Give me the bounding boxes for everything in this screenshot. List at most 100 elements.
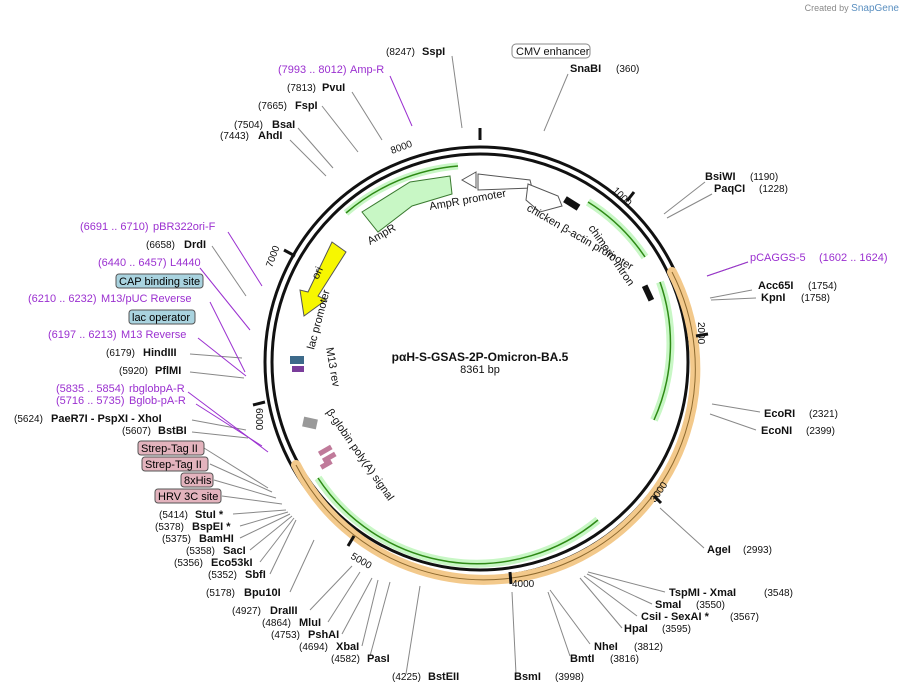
pflmi-label: PflMI: [155, 365, 181, 377]
ecori-label: EcoRI: [764, 408, 795, 420]
stui-label: StuI *: [195, 509, 224, 521]
bspei-pos: (5378): [155, 522, 184, 533]
his-tag-label: 8xHis: [184, 475, 212, 487]
plasmid-length: 8361 bp: [460, 364, 500, 376]
bamhi-pos: (5375): [162, 534, 191, 545]
bglobpa-pos: (5716 .. 5735): [56, 395, 125, 407]
bpu10i-label: Bpu10I: [244, 587, 281, 599]
m13rev-primer-label: M13 Reverse: [121, 329, 186, 341]
ampr-primer-pos: (7993 .. 8012): [278, 64, 347, 76]
xbai-label: XbaI: [336, 641, 359, 653]
draiii-label: DraIII: [270, 605, 298, 617]
agei-label: AgeI: [707, 544, 731, 556]
strep-tag-2-box: [141, 456, 209, 472]
draiii-pos: (4927): [232, 606, 261, 617]
snapgene-logo-text: SnapGene: [851, 3, 899, 14]
drdi-label: DrdI: [184, 239, 206, 251]
credit-prefix: Created by: [804, 3, 849, 13]
bsmi-label: BsmI: [514, 671, 541, 683]
right-labels: SnaBI (360) BsiWI (1190) PaqCI (1228) pC…: [392, 63, 888, 683]
tick-marks: [252, 128, 709, 585]
pbr322ori-pos: (6691 .. 6710): [80, 221, 149, 233]
hpai-label: HpaI: [624, 623, 648, 635]
cmv-enhancer-label: CMV enhancer: [516, 46, 590, 58]
strep-tag-2-label: Strep-Tag II: [145, 459, 202, 471]
ecori-pos: (2321): [809, 409, 838, 420]
acc65i-pos: (1754): [808, 281, 837, 292]
nhei-label: NheI: [594, 641, 618, 653]
ahdi-pos: (7443): [220, 131, 249, 142]
pbr322ori-label: pBR322ori-F: [153, 221, 216, 233]
tspmi-xmai-pos: (3548): [764, 588, 793, 599]
kpni-label: KpnI: [761, 292, 785, 304]
sbfi-pos: (5352): [208, 570, 237, 581]
m13-rev-label: M13 rev: [323, 346, 342, 388]
bsmi-pos: (3998): [555, 672, 584, 683]
ampr-primer-label: Amp-R: [350, 64, 384, 76]
strep-tag-1-box: [137, 440, 205, 456]
eco53ki-pos: (5356): [174, 558, 203, 569]
pcaggs5-label: pCAGGS-5: [750, 252, 806, 264]
m13rev-primer-pos: (6197 .. 6213): [48, 329, 117, 341]
sspi-label: SspI: [422, 46, 445, 58]
acc65i-label: Acc65I: [758, 280, 793, 292]
bsai-label: BsaI: [272, 119, 295, 131]
hindiii-label: HindIII: [143, 347, 177, 359]
sspi-pos: (8247): [386, 47, 415, 58]
paer7i-pos: (5624): [14, 414, 43, 425]
mlui-label: MluI: [299, 617, 321, 629]
snabi-label: SnaBI: [570, 63, 601, 75]
pshai-label: PshAI: [308, 629, 339, 641]
eco53ki-label: Eco53kI: [211, 557, 253, 569]
csii-sexai-pos: (3567): [730, 612, 759, 623]
nhei-pos: (3812): [634, 642, 663, 653]
smai-pos: (3550): [696, 600, 725, 611]
tick-4000: 4000: [512, 579, 535, 590]
tick-8000: 8000: [389, 139, 414, 157]
stui-pos: (5414): [159, 510, 188, 521]
paer7i-label: PaeR7I - PspXI - XhoI: [51, 413, 162, 425]
agei-pos: (2993): [743, 545, 772, 556]
sbfi-label: SbfI: [245, 569, 266, 581]
bglobpa-label: Bglob-pA-R: [129, 395, 186, 407]
fspi-pos: (7665): [258, 101, 287, 112]
bmti-label: BmtI: [570, 653, 594, 665]
m13puc-pos: (6210 .. 6232): [28, 293, 97, 305]
csii-sexai-label: CsiI - SexAI *: [641, 611, 710, 623]
primer-lines: [187, 75, 749, 453]
pasi-pos: (4582): [331, 654, 360, 665]
saci-label: SacI: [223, 545, 246, 557]
tspmi-xmai-label: TspMI - XmaI: [669, 587, 736, 599]
feature-labels: CMV enhancer chicken β-actin promoter ch…: [305, 43, 636, 503]
tick-7000: 7000: [264, 244, 282, 269]
drdi-pos: (6658): [146, 240, 175, 251]
plasmid-name: pαH-S-GSAS-2P-Omicron-BA.5: [392, 350, 569, 364]
bsteii-pos: (4225): [392, 672, 421, 683]
cap-binding-box: [115, 273, 204, 289]
inner-features: [290, 171, 655, 470]
rbglobpa-pos: (5835 .. 5854): [56, 383, 125, 395]
saci-pos: (5358): [186, 546, 215, 557]
kpni-pos: (1758): [801, 293, 830, 304]
pcaggs5-pos: (1602 .. 1624): [819, 252, 888, 264]
pasi-label: PasI: [367, 653, 390, 665]
pflmi-pos: (5920): [119, 366, 148, 377]
orf-arc: [291, 162, 701, 585]
bamhi-label: BamHI: [199, 533, 234, 545]
hrv3c-box: [154, 488, 222, 504]
strep-tag-1-label: Strep-Tag II: [141, 443, 198, 455]
bsteii-label: BstEII: [428, 671, 459, 683]
snapgene-credit: Created by SnapGene: [805, 3, 899, 14]
smai-label: SmaI: [655, 599, 681, 611]
paqci-pos: (1228): [759, 184, 788, 195]
fspi-label: FspI: [295, 100, 318, 112]
hrv3c-label: HRV 3C site: [158, 491, 218, 503]
lac-operator-label: lac operator: [132, 312, 190, 324]
tick-2000: 2000: [695, 322, 706, 345]
rbglobpa-label: rbglobpA-R: [129, 383, 185, 395]
bsai-pos: (7504): [234, 120, 263, 131]
paqci-label: PaqCI: [714, 183, 745, 195]
lac-operator-box: [128, 309, 196, 325]
l4440-label: L4440: [170, 257, 201, 269]
